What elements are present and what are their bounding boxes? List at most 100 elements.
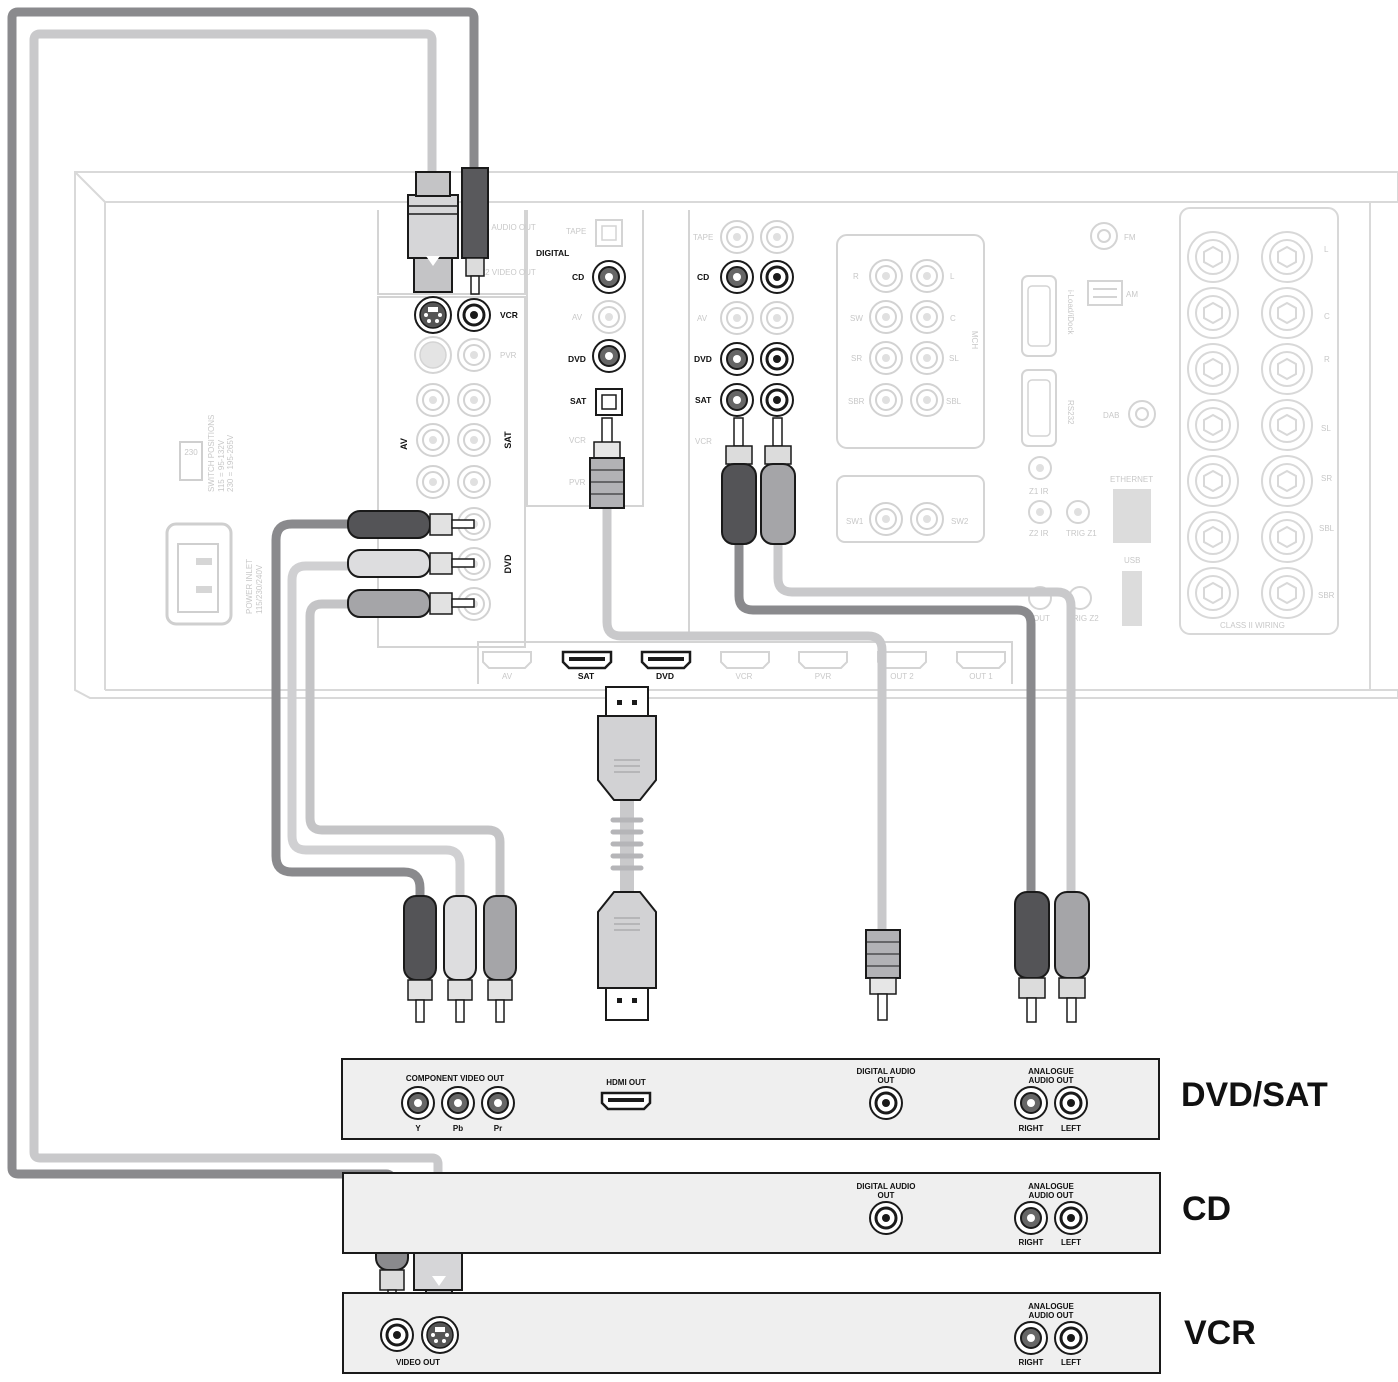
svg-text:SBL: SBL: [1319, 524, 1335, 533]
audio-jack-cd-l: [759, 259, 795, 295]
dvd-component-pr-jack: [481, 1086, 515, 1120]
optical-plug-receiver: [589, 417, 625, 509]
svg-text:FM: FM: [1124, 233, 1136, 242]
svg-text:AUDIO OUT: AUDIO OUT: [1029, 1191, 1074, 1200]
dvd-component-y-jack: [401, 1086, 435, 1120]
svg-text:SR: SR: [851, 354, 862, 363]
av-jack-3: [416, 465, 450, 499]
svg-text:i-Load/iDock: i-Load/iDock: [1066, 290, 1075, 335]
audio-label-av: AV: [697, 314, 708, 323]
svg-text:SAT: SAT: [578, 671, 595, 681]
svg-text:R: R: [853, 272, 859, 281]
svg-text:SR: SR: [1321, 474, 1332, 483]
hdmi-in-sat: [561, 650, 613, 670]
dvd-digital-out-jack: [868, 1085, 904, 1121]
svg-text:SBL: SBL: [946, 397, 962, 406]
coax-jack-dvd: [592, 339, 626, 373]
svg-text:RIGHT: RIGHT: [1019, 1124, 1044, 1133]
audio-label-tape: TAPE: [693, 233, 713, 242]
vcr-svideo-cable: [29, 29, 443, 1197]
mch-block: [836, 234, 985, 449]
audio-label-sat: SAT: [695, 395, 712, 405]
cables: [7, 7, 1076, 1197]
audio-jack-dvd-r: [720, 342, 754, 376]
sat-jack-3: [457, 465, 491, 499]
svg-text:SW2: SW2: [951, 517, 969, 526]
subwoofer-block: [836, 475, 985, 543]
optical-cable: [602, 503, 887, 941]
svg-text:SBR: SBR: [848, 397, 865, 406]
svg-text:AM: AM: [1126, 290, 1138, 299]
svg-text:Pb: Pb: [453, 1124, 463, 1133]
svg-text:OUT 1: OUT 1: [969, 672, 993, 681]
svg-text:VCR: VCR: [736, 672, 753, 681]
svg-text:AUDIO OUT: AUDIO OUT: [1029, 1311, 1074, 1320]
device-cd: DIGITAL AUDIO OUT ANALOGUE AUDIO OUT RIG…: [342, 1172, 1231, 1254]
audio-left-plug-device: [1054, 891, 1090, 1023]
svg-text:L: L: [950, 272, 955, 281]
svg-text:Z2 IR: Z2 IR: [1029, 529, 1049, 538]
audio-jack-sat-l: [759, 382, 795, 418]
power-inlet-label: POWER INLET: [245, 559, 254, 614]
audio-jack-tape-l: [760, 220, 794, 254]
svg-text:RS232: RS232: [1066, 400, 1075, 425]
audio-label-cd: CD: [697, 272, 709, 282]
audio-label-dvd: DVD: [694, 354, 712, 364]
audio-jack-av-l: [760, 301, 794, 335]
svg-text:RIGHT: RIGHT: [1019, 1238, 1044, 1247]
z2-audio-out-label: Z2 AUDIO OUT: [480, 223, 536, 232]
component-pr-plug-receiver: [347, 589, 475, 618]
svg-text:AV: AV: [502, 672, 513, 681]
svg-text:PVR: PVR: [815, 672, 832, 681]
component-y-plug-device: [403, 895, 437, 1023]
digital-label-pvr: PVR: [569, 478, 586, 487]
audio-right-plug-device: [1014, 891, 1050, 1023]
svg-text:C: C: [950, 314, 956, 323]
svg-text:SL: SL: [949, 354, 959, 363]
mch-label: MCH: [970, 331, 979, 349]
usb-port: [1122, 571, 1142, 626]
vcr-svideo-out-jack: [421, 1316, 459, 1354]
device-vcr: VIDEO OUT ANALOGUE AUDIO OUT RIGHT LEFT …: [342, 1292, 1256, 1374]
component-pr-cable: [305, 599, 505, 905]
component-video-out-label: COMPONENT VIDEO OUT: [406, 1074, 504, 1083]
dab-antenna-jack: [1128, 400, 1156, 428]
svg-text:OUT 2: OUT 2: [890, 672, 914, 681]
audio-jack-dvd-l: [759, 341, 795, 377]
video-label-dvd: DVD: [503, 554, 513, 574]
svg-text:DIGITAL AUDIO: DIGITAL AUDIO: [857, 1182, 916, 1191]
digital-label-dvd: DVD: [568, 354, 586, 364]
svg-text:115/230/240V: 115/230/240V: [255, 564, 264, 614]
video-label-pvr: PVR: [500, 351, 517, 360]
svg-text:115 = 95-132V: 115 = 95-132V: [217, 439, 226, 492]
optical-plug-device: [865, 929, 901, 1021]
video-label-vcr: VCR: [500, 310, 518, 320]
svg-text:SW1: SW1: [846, 517, 864, 526]
svg-text:DVD: DVD: [656, 671, 674, 681]
component-y-plug-receiver: [347, 510, 475, 539]
svg-text:OUT: OUT: [878, 1076, 895, 1085]
digital-label-tape: TAPE: [566, 227, 586, 236]
cd-audio-left-jack: [1053, 1200, 1089, 1236]
hdmi-plug-receiver: [597, 686, 657, 801]
svg-text:LEFT: LEFT: [1061, 1238, 1081, 1247]
hdmi-in-dvd: [640, 650, 692, 670]
z1-ir-jack: [1028, 456, 1052, 480]
video-out-label: VIDEO OUT: [396, 1358, 440, 1367]
svg-text:OUT: OUT: [878, 1191, 895, 1200]
device-name-vcr: VCR: [1184, 1314, 1256, 1352]
svg-text:CLASS II WIRING: CLASS II WIRING: [1220, 621, 1285, 630]
av-jack-1: [416, 383, 450, 417]
video-label-sat: SAT: [503, 431, 513, 449]
svideo-plug-receiver: [407, 171, 459, 293]
svg-text:ANALOGUE: ANALOGUE: [1028, 1182, 1074, 1191]
vcr-audio-left-jack: [1053, 1320, 1089, 1356]
svg-text:Y: Y: [415, 1124, 421, 1133]
audio-right-plug-receiver: [721, 417, 757, 545]
svg-text:DIGITAL AUDIO: DIGITAL AUDIO: [857, 1067, 916, 1076]
device-name-dvdsat: DVD/SAT: [1181, 1076, 1328, 1114]
svg-text:LEFT: LEFT: [1061, 1124, 1081, 1133]
digital-section-label: DIGITAL: [536, 248, 569, 258]
switch-caption: SWITCH POSITIONS: [207, 415, 216, 492]
